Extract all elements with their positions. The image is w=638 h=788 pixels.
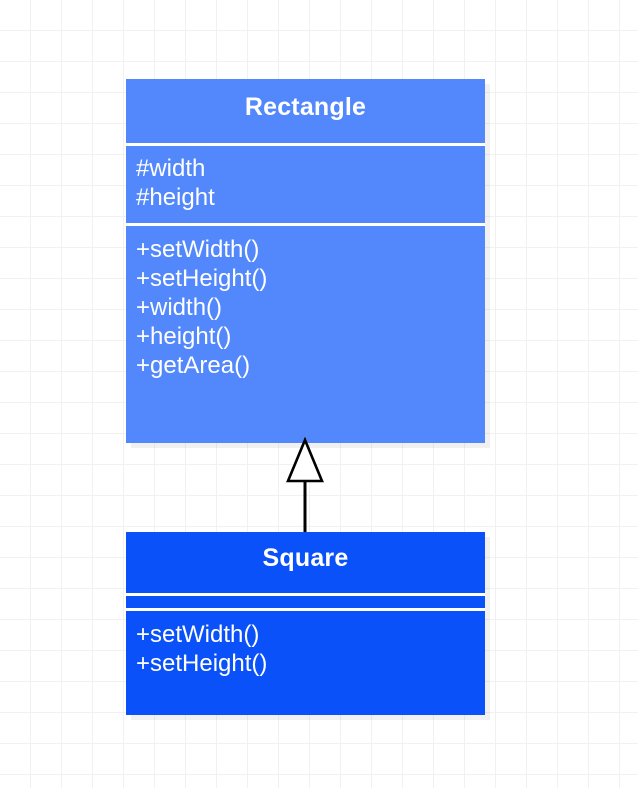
uml-class-rectangle[interactable]: Rectangle #width #height +setWidth() +se… — [126, 79, 485, 443]
class-name-rectangle: Rectangle — [244, 93, 367, 121]
compartment-divider — [126, 223, 485, 226]
attribute-item: #width — [136, 155, 206, 182]
compartment-divider — [126, 593, 485, 596]
class-name-square: Square — [262, 544, 349, 572]
operation-item: +setHeight() — [136, 265, 268, 292]
hollow-triangle-head — [286, 437, 324, 483]
operations-compartment-square: +setWidth() +setHeight() — [126, 611, 485, 678]
attributes-compartment-rectangle: #width #height — [126, 146, 485, 223]
operations-compartment-rectangle: +setWidth() +setHeight() +width() +heigh… — [126, 226, 485, 380]
generalization-arrow-icon — [286, 437, 324, 535]
operation-item: +setWidth() — [136, 236, 260, 263]
compartment-divider — [126, 608, 485, 611]
operation-item: +setHeight() — [136, 650, 268, 677]
operation-item: +setWidth() — [136, 621, 260, 648]
operation-item: +getArea() — [136, 352, 251, 379]
compartment-divider — [126, 143, 485, 146]
attributes-compartment-square — [126, 596, 485, 608]
operation-item: +width() — [136, 294, 223, 321]
attribute-item: #height — [136, 184, 215, 211]
operation-item: +height() — [136, 323, 232, 350]
uml-class-square[interactable]: Square +setWidth() +setHeight() — [126, 532, 485, 715]
